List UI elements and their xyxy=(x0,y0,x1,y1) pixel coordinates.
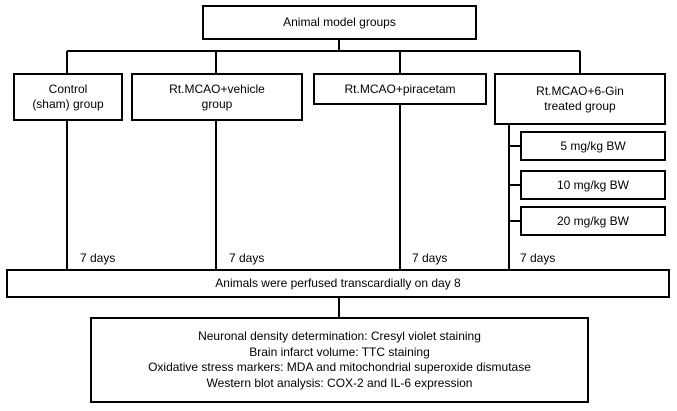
method-line-oxidative-stress: Oxidative stress markers: MDA and mitoch… xyxy=(148,360,531,374)
duration-label-vehicle: 7 days xyxy=(229,251,265,265)
root-label: Animal model groups xyxy=(283,15,396,29)
method-line-neuronal-density: Neuronal density determination: Cresyl v… xyxy=(198,329,481,343)
root-box: Animal model groups xyxy=(202,5,477,40)
group-label-piracetam: Rt.MCAO+piracetam xyxy=(344,81,456,96)
dose-box-5: 5 mg/kg BW xyxy=(520,131,666,161)
perfusion-box: Animals were perfused transcardially on … xyxy=(6,269,670,298)
dose-label-10: 10 mg/kg BW xyxy=(556,177,630,192)
duration-label-control: 7 days xyxy=(80,251,116,265)
duration-label-piracetam: 7 days xyxy=(412,251,448,265)
group-box-vehicle: Rt.MCAO+vehicle group xyxy=(131,73,303,121)
duration-label-6gin: 7 days xyxy=(520,251,556,265)
group-box-piracetam: Rt.MCAO+piracetam xyxy=(313,73,487,105)
group-label-6gin: Rt.MCAO+6-Gin treated group xyxy=(536,84,624,113)
dose-label-5: 5 mg/kg BW xyxy=(560,138,626,153)
group-label-vehicle: Rt.MCAO+vehicle group xyxy=(169,82,265,111)
group-label-control: Control (sham) group xyxy=(32,82,104,111)
method-line-western-blot: Western blot analysis: COX-2 and IL-6 ex… xyxy=(206,375,473,390)
dose-box-20: 20 mg/kg BW xyxy=(520,206,666,236)
dose-label-20: 20 mg/kg BW xyxy=(556,213,630,228)
perfusion-label: Animals were perfused transcardially on … xyxy=(215,276,461,290)
method-line-infarct-volume: Brain infarct volume: TTC staining xyxy=(249,344,430,359)
group-box-control: Control (sham) group xyxy=(13,73,123,121)
dose-box-10: 10 mg/kg BW xyxy=(520,170,666,200)
methods-box: Neuronal density determination: Cresyl v… xyxy=(90,317,589,403)
group-box-6gin: Rt.MCAO+6-Gin treated group xyxy=(494,73,666,125)
